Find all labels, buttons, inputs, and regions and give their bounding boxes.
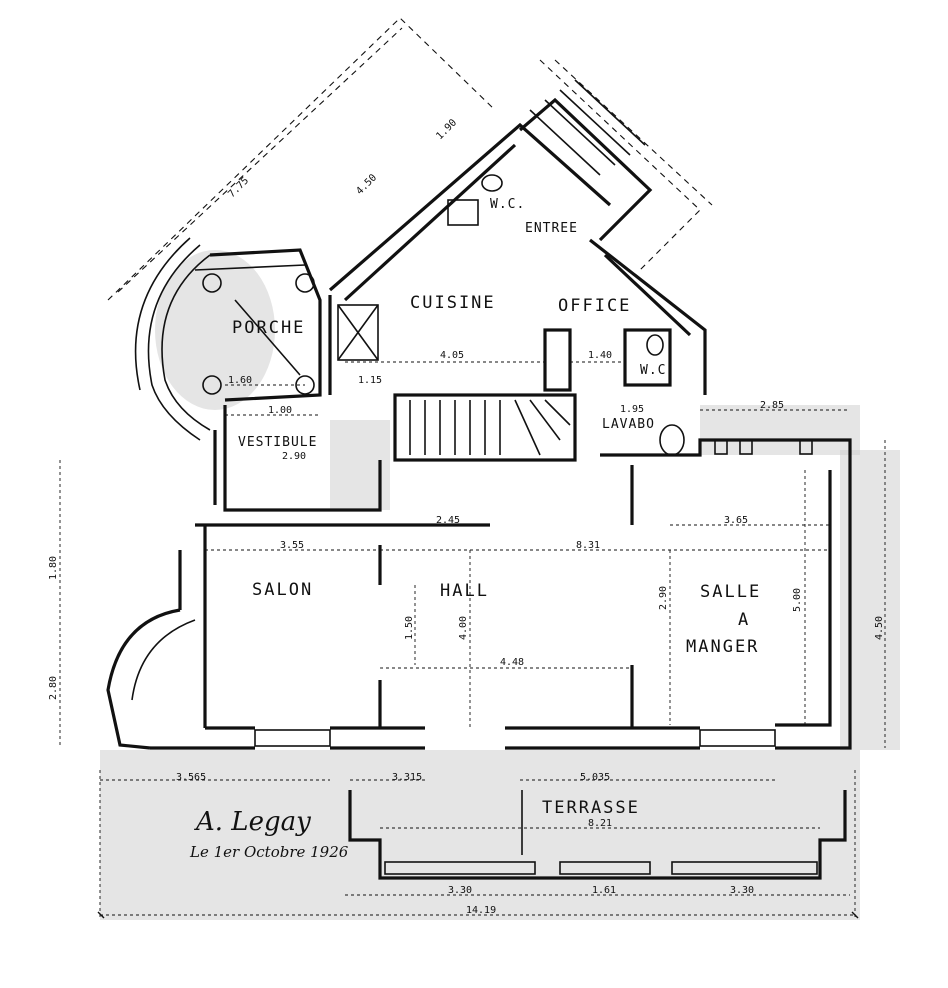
dim-7-75: 7.75 <box>226 175 251 200</box>
label-lavabo: LAVABO <box>602 417 655 432</box>
dim-2-80: 2.80 <box>48 676 59 700</box>
dim-5-00: 5.00 <box>792 588 803 612</box>
dim-3-55: 3.55 <box>280 540 304 551</box>
diagonal-dashed-boundaries <box>107 17 713 301</box>
dim-3-565: 3.565 <box>176 772 206 783</box>
dim-2-45: 2.45 <box>436 515 460 526</box>
label-porche: PORCHE <box>232 318 305 338</box>
dim-4-48: 4.48 <box>500 657 524 668</box>
dim-1-60: 1.60 <box>228 375 252 386</box>
dim-4-50: 4.50 <box>354 172 379 197</box>
label-manger: MANGER <box>686 637 759 657</box>
label-wc-right: W.C <box>640 363 666 378</box>
label-hall: HALL <box>440 581 489 601</box>
label-entree: ENTREE <box>525 221 578 236</box>
entry-steps <box>529 79 646 176</box>
dim-4-05: 4.05 <box>440 350 464 361</box>
label-salle: SALLE <box>700 582 761 602</box>
label-office: OFFICE <box>558 296 631 316</box>
dim-1-50: 1.50 <box>404 616 415 640</box>
dim-2-90-hall: 2.90 <box>658 586 669 610</box>
label-a: A <box>738 610 750 630</box>
dim-3-30-left: 3.30 <box>448 885 472 896</box>
dim-8-31: 8.31 <box>576 540 600 551</box>
dim-2-85: 2.85 <box>760 400 784 411</box>
dim-2-90: 2.90 <box>282 451 306 462</box>
dim-1-80: 1.80 <box>48 556 59 580</box>
architect-signature: A. Legay <box>194 807 311 837</box>
label-wc-top: W.C. <box>490 197 525 212</box>
dim-8-21: 8.21 <box>588 818 612 829</box>
signature-block: A. Legay Le 1er Octobre 1926 <box>189 807 349 861</box>
dim-1-00: 1.00 <box>268 405 292 416</box>
dim-1-61: 1.61 <box>592 885 616 896</box>
dim-5-035: 5.035 <box>580 772 610 783</box>
dim-1-90: 1.90 <box>434 117 459 142</box>
dim-4-00: 4.00 <box>458 616 469 640</box>
dim-1-95: 1.95 <box>620 404 644 415</box>
label-vestibule: VESTIBULE <box>238 435 317 450</box>
label-terrasse: TERRASSE <box>542 798 640 818</box>
stair-treads <box>409 399 571 456</box>
dim-3-65: 3.65 <box>724 515 748 526</box>
room-labels: PORCHE CUISINE OFFICE ENTREE W.C. W.C LA… <box>232 197 761 818</box>
label-cuisine: CUISINE <box>410 293 496 313</box>
dim-14-19: 14.19 <box>466 905 496 916</box>
dim-1-15: 1.15 <box>358 375 382 386</box>
dim-3-315: 3.315 <box>392 772 422 783</box>
stipple-texture <box>100 250 900 920</box>
dim-1-40: 1.40 <box>588 350 612 361</box>
dimension-lines <box>59 361 886 920</box>
dim-3-30-right: 3.30 <box>730 885 754 896</box>
dim-4-50-right: 4.50 <box>874 616 885 640</box>
signature-date: Le 1er Octobre 1926 <box>189 843 349 861</box>
label-salon: SALON <box>252 580 313 600</box>
walls <box>106 79 852 880</box>
